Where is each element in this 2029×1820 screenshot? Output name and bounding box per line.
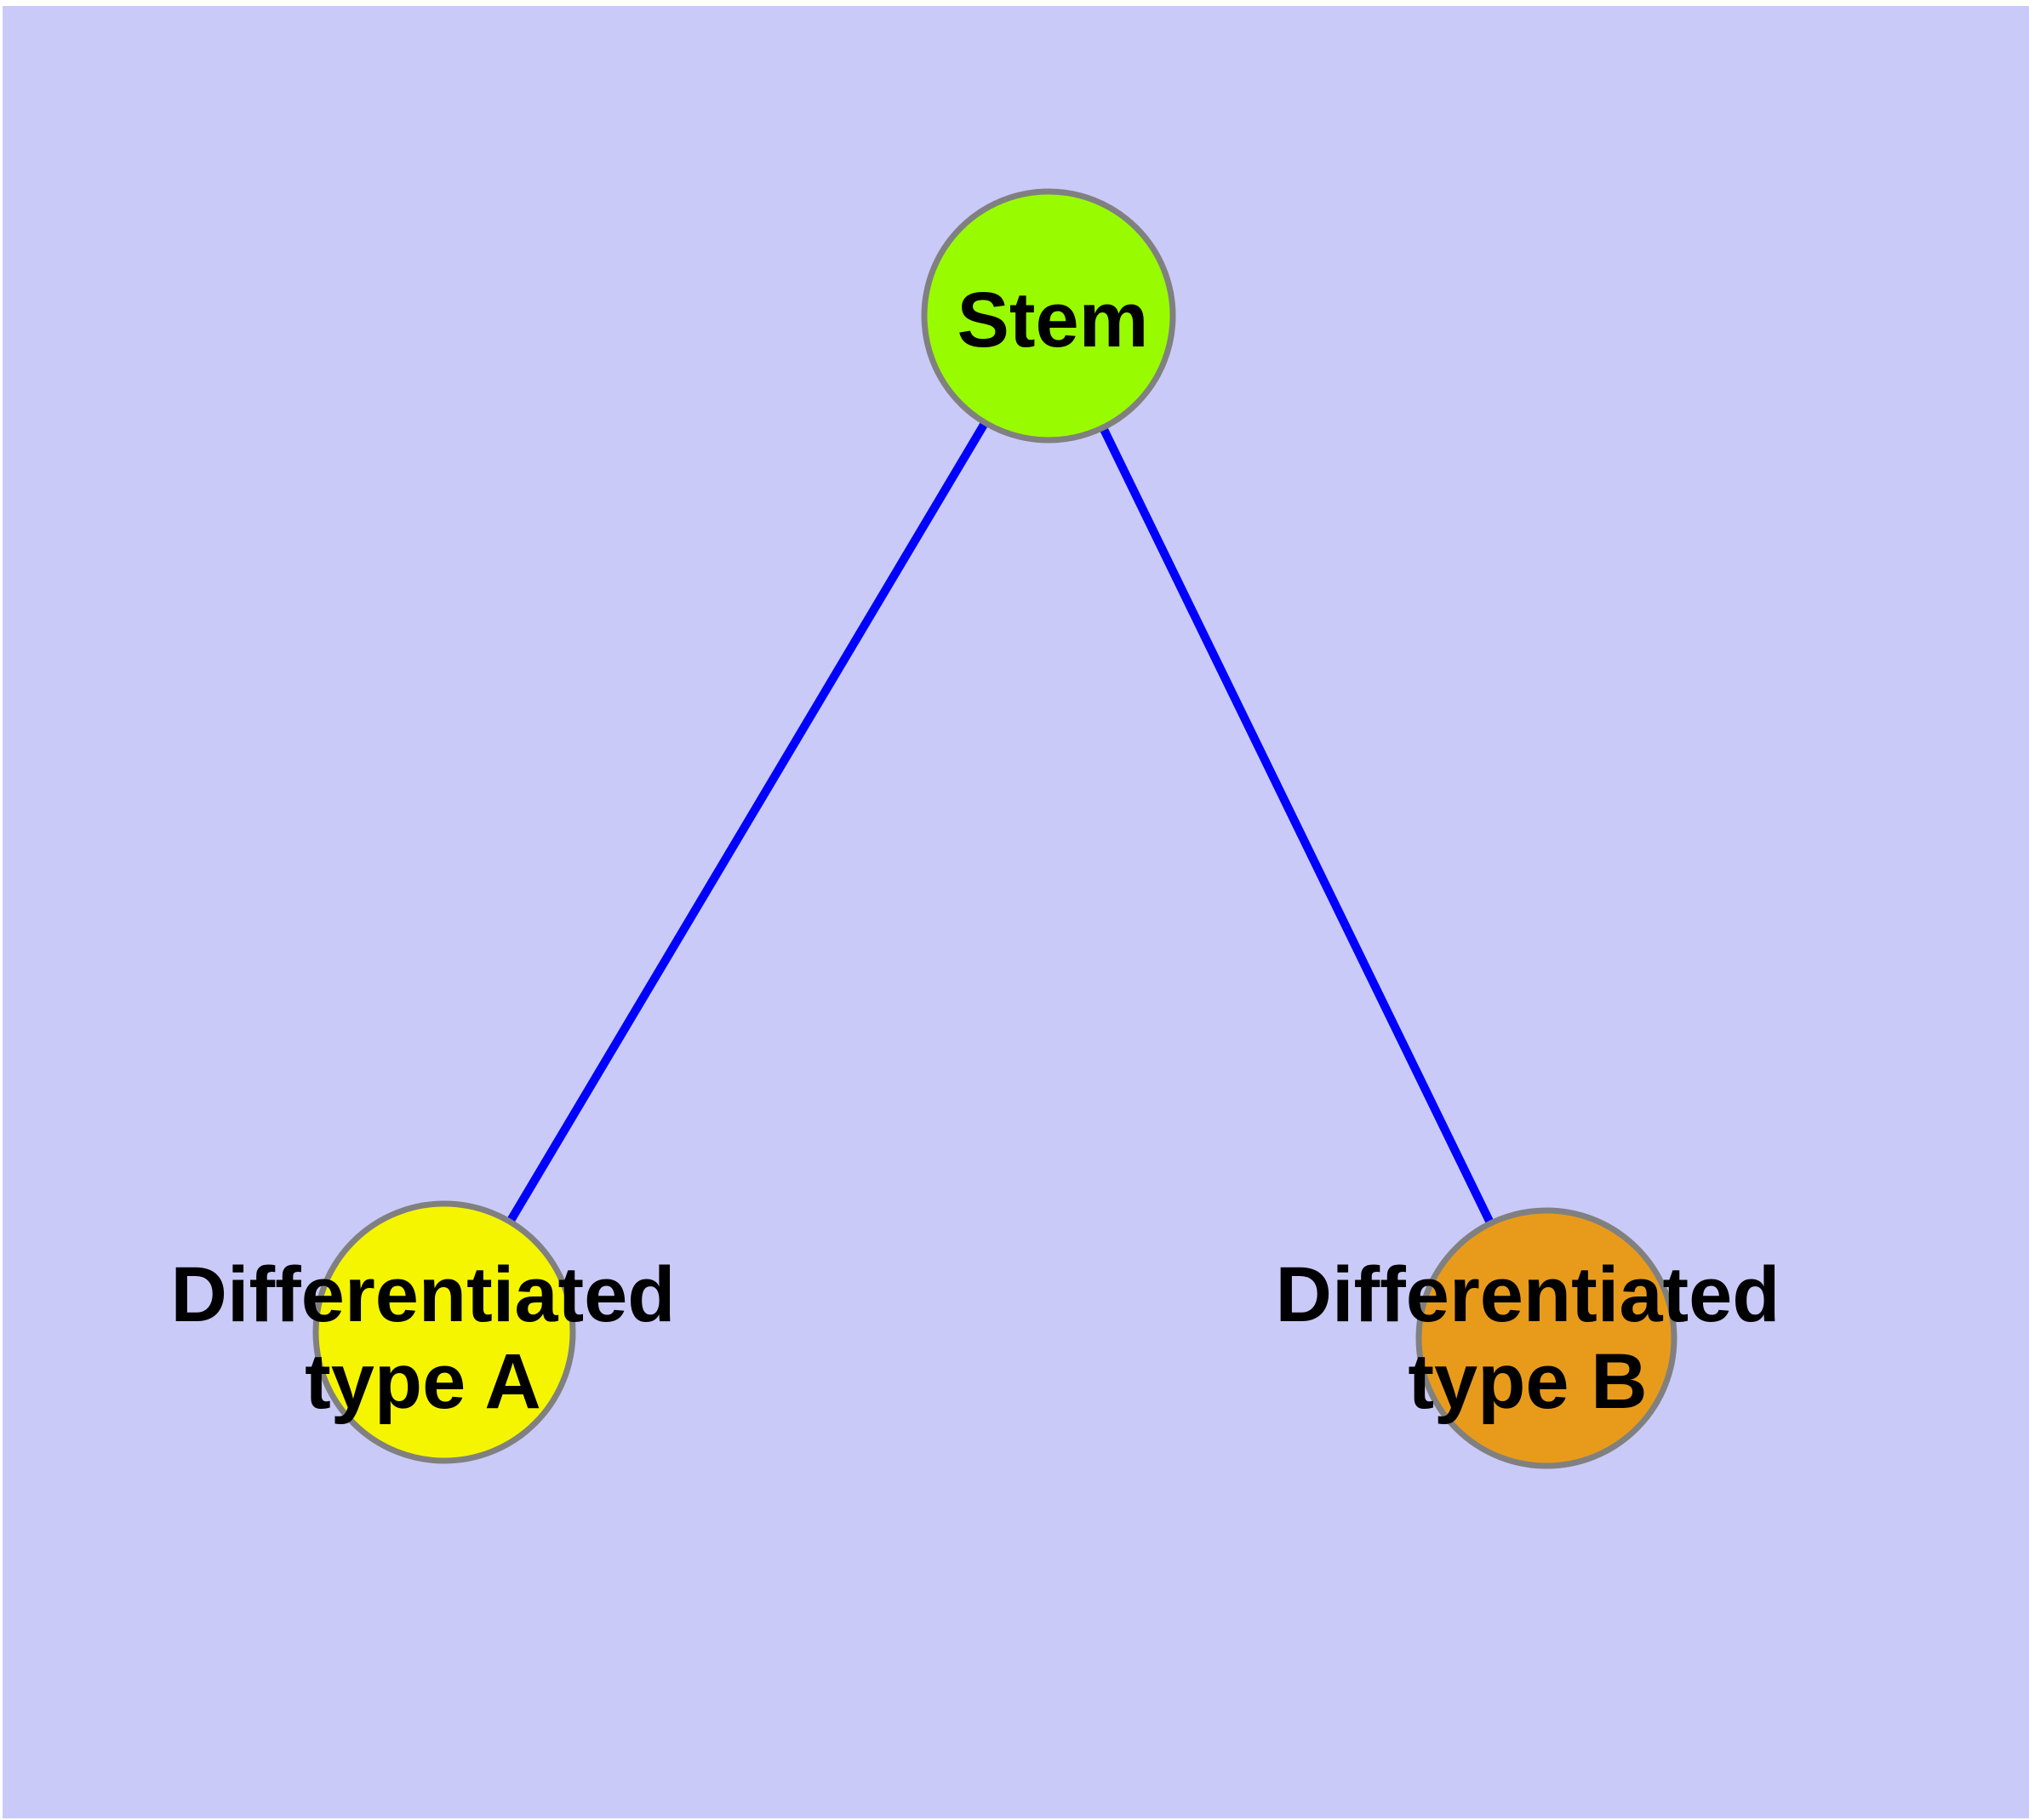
node-label-differentiated-type-b: Differentiated type B: [1276, 1251, 1780, 1425]
edge-stem-to-type-b: [1044, 313, 1551, 1341]
node-differentiated-type-b: [1415, 1207, 1677, 1469]
node-label-stem: Stem: [957, 277, 1149, 363]
node-stem: [921, 188, 1176, 444]
node-label-type-a-line1: Differentiated: [170, 1251, 676, 1338]
node-label-differentiated-type-a: Differentiated type A: [171, 1251, 676, 1425]
node-label-stem-text: Stem: [957, 277, 1149, 363]
node-label-type-b-line1: Differentiated: [1275, 1251, 1780, 1338]
edge-stem-to-type-a: [440, 313, 1053, 1335]
node-differentiated-type-a: [312, 1200, 576, 1464]
node-label-type-a-line2: type A: [305, 1338, 541, 1425]
node-label-type-b-line2: type B: [1408, 1338, 1648, 1425]
